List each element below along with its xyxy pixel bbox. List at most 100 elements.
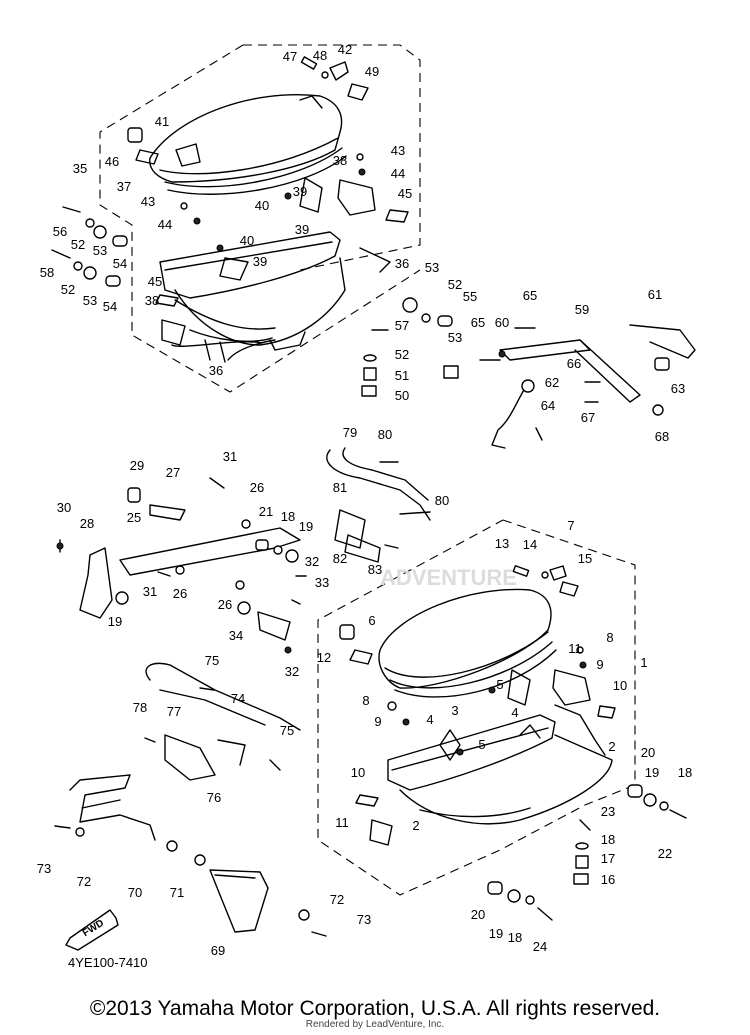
part-number-label: 53: [448, 330, 462, 345]
part-number-label: 8: [606, 630, 613, 645]
part-number-label: 31: [143, 584, 157, 599]
watermark-text: ADVENTURE: [380, 565, 517, 590]
part-number-label: 75: [205, 653, 219, 668]
part-number-label: 64: [541, 398, 555, 413]
part-number-label: 41: [155, 114, 169, 129]
part-number-label: 49: [365, 64, 379, 79]
part-number-label: 2: [608, 739, 615, 754]
part-number-label: 26: [250, 480, 264, 495]
part-number-label: 5: [478, 737, 485, 752]
part-number-label: 1: [640, 655, 647, 670]
part-number-label: 43: [141, 194, 155, 209]
part-number-label: 52: [71, 237, 85, 252]
copyright-notice: ©2013 Yamaha Motor Corporation, U.S.A. A…: [89, 997, 661, 1020]
part-number-label: 6: [368, 613, 375, 628]
part-number-label: 80: [435, 493, 449, 508]
part-number-label: 71: [170, 885, 184, 900]
part-number-label: 40: [240, 233, 254, 248]
part-number-label: 4: [426, 712, 433, 727]
part-number-label: 34: [229, 628, 243, 643]
part-number-label: 46: [105, 154, 119, 169]
center-brackets: ADVENTURE: [326, 447, 517, 590]
part-number-label: 25: [127, 510, 141, 525]
part-number-label: 65: [523, 288, 537, 303]
part-number-label: 53: [425, 260, 439, 275]
part-number-label: 73: [357, 912, 371, 927]
part-number-label: 10: [351, 765, 365, 780]
part-number-label: 79: [343, 425, 357, 440]
part-number-label: 5: [496, 677, 503, 692]
part-number-label: 72: [77, 874, 91, 889]
part-number-label: 52: [61, 282, 75, 297]
part-number-label: 81: [333, 480, 347, 495]
part-number-label: 75: [280, 723, 294, 738]
lower-hardware: [355, 565, 687, 921]
part-number-label: 44: [391, 166, 405, 181]
part-number-label: 30: [57, 500, 71, 515]
part-number-label: 37: [117, 179, 131, 194]
part-number-label: 16: [601, 872, 615, 887]
part-number-label: 63: [671, 381, 685, 396]
part-number-label: 74: [231, 691, 245, 706]
part-number-label: 18: [601, 832, 615, 847]
part-number-label: 47: [283, 49, 297, 64]
upper-group-outline: [99, 44, 421, 393]
lower-group-outline: [317, 519, 636, 896]
part-number-label: 32: [305, 554, 319, 569]
part-number-label: 38: [333, 153, 347, 168]
part-number-label: 52: [395, 347, 409, 362]
part-number-label: 73: [37, 861, 51, 876]
part-number-label: 20: [641, 745, 655, 760]
diagram-code: 4YE100-7410: [68, 955, 148, 970]
part-number-label: 29: [130, 458, 144, 473]
part-number-label: 14: [523, 537, 537, 552]
part-number-label: 35: [73, 161, 87, 176]
part-number-label: 36: [395, 256, 409, 271]
part-number-label: 68: [655, 429, 669, 444]
fwd-arrow: FWD: [65, 909, 119, 951]
part-number-label: 56: [53, 224, 67, 239]
part-number-label: 7: [567, 518, 574, 533]
part-number-label: 59: [575, 302, 589, 317]
part-number-label: 17: [601, 851, 615, 866]
part-number-label: 28: [80, 516, 94, 531]
part-number-label: 19: [645, 765, 659, 780]
part-number-label: 33: [315, 575, 329, 590]
part-number-label: 42: [338, 42, 352, 57]
part-number-label: 53: [93, 243, 107, 258]
part-number-label: 39: [295, 222, 309, 237]
part-number-label: 12: [317, 650, 331, 665]
part-number-label: 38: [145, 293, 159, 308]
part-number-label: 10: [613, 678, 627, 693]
part-number-label: 19: [489, 926, 503, 941]
part-number-label: 44: [158, 217, 172, 232]
part-number-label: 83: [368, 562, 382, 577]
part-number-label: 8: [362, 693, 369, 708]
part-number-label: 40: [255, 198, 269, 213]
part-number-label: 27: [166, 465, 180, 480]
part-number-label: 61: [648, 287, 662, 302]
lower-saddlebag-body: [387, 704, 613, 825]
left-rail-assembly: [56, 477, 307, 654]
part-number-label: 36: [209, 363, 223, 378]
part-number-label: 70: [128, 885, 142, 900]
right-support-cluster: [361, 297, 696, 449]
part-number-label: 23: [601, 804, 615, 819]
part-number-label: 51: [395, 368, 409, 383]
part-number-label: 58: [40, 265, 54, 280]
part-number-label: 53: [83, 293, 97, 308]
part-number-label: 76: [207, 790, 221, 805]
part-number-label: 43: [391, 143, 405, 158]
part-number-label: 39: [293, 184, 307, 199]
part-number-label: 20: [471, 907, 485, 922]
part-number-label: 15: [578, 551, 592, 566]
upper-saddlebag-lid: [149, 94, 347, 195]
part-number-label: 54: [113, 256, 127, 271]
part-number-label: 18: [678, 765, 692, 780]
part-number-label: 55: [463, 289, 477, 304]
renderer-notice: Rendered by LeadVenture, Inc.: [305, 1019, 445, 1030]
part-number-label: 66: [567, 356, 581, 371]
part-number-label: 60: [495, 315, 509, 330]
